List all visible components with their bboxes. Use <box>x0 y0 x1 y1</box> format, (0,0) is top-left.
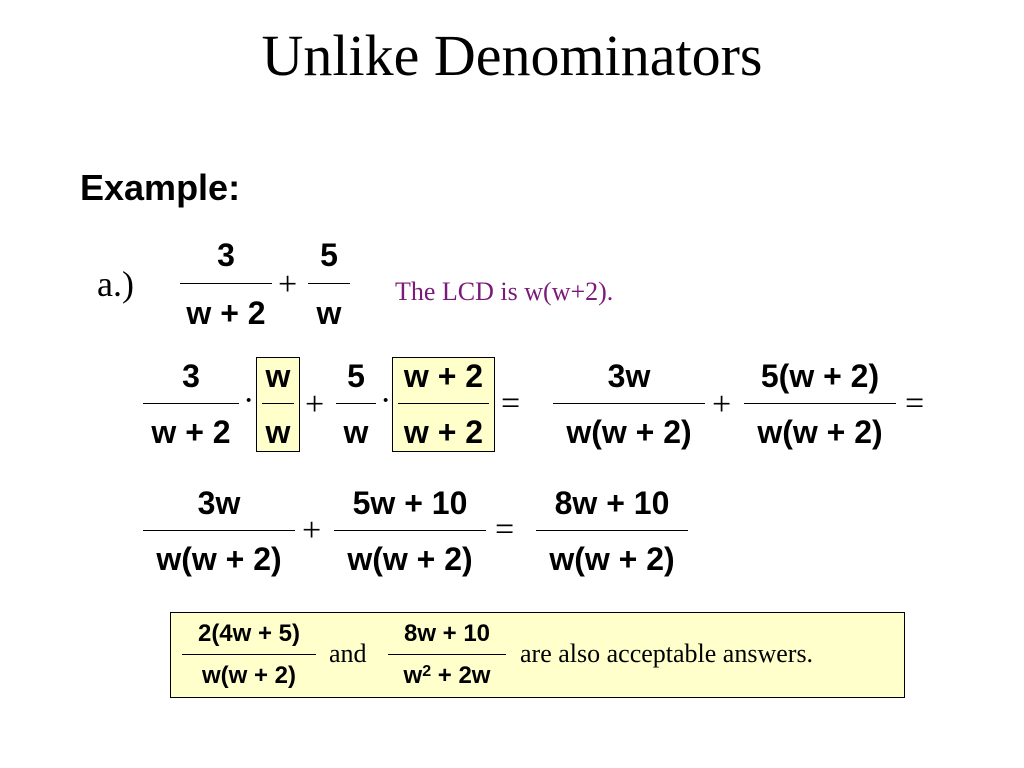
problem-fraction-2-numerator: 5 <box>320 237 338 273</box>
highlight-box-w-over-w <box>256 357 300 452</box>
fraction-bar <box>334 530 486 531</box>
plus-operator: + <box>302 512 322 549</box>
note-denominator-exponent: 2 <box>422 663 432 680</box>
fraction-bar <box>744 403 896 404</box>
fraction-bar <box>388 654 506 655</box>
acceptable-answers-box <box>170 612 905 698</box>
plus-operator: + <box>278 266 298 303</box>
example-heading: Example: <box>80 167 241 208</box>
fraction-bar <box>336 403 376 404</box>
problem-fraction-1-numerator: 3 <box>217 237 235 273</box>
r1-fraction-c-denominator: w <box>343 414 369 450</box>
and-text: and <box>329 639 367 668</box>
note-denominator-base: w <box>403 662 423 689</box>
fraction-bar <box>180 283 272 284</box>
highlight-box-w-plus-2 <box>392 357 495 452</box>
lcd-note: The LCD is w(w+2). <box>395 277 614 306</box>
note-denominator-rest: + 2w <box>431 662 491 689</box>
r1-fraction-c-numerator: 5 <box>347 358 365 394</box>
note-fraction-1-denominator: w(w + 2) <box>201 662 297 689</box>
r2-fraction-c-denominator: w(w + 2) <box>549 541 675 577</box>
fraction-bar <box>182 654 316 655</box>
acceptable-answers-text: are also acceptable answers. <box>520 639 814 668</box>
equals-sign: = <box>501 385 521 422</box>
plus-operator: + <box>305 386 325 423</box>
fraction-bar <box>536 530 688 531</box>
problem-fraction-2-denominator: w <box>316 295 342 331</box>
fraction-bar <box>143 530 295 531</box>
r1-fraction-a-numerator: 3 <box>182 358 200 394</box>
r1-fraction-b-numerator: w <box>265 358 291 394</box>
multiply-dot: · <box>380 382 392 419</box>
note-fraction-2-numerator: 8w + 10 <box>403 620 491 647</box>
r1-fraction-a-denominator: w + 2 <box>151 414 231 450</box>
part-a-label: a.) <box>97 264 134 304</box>
fraction-bar <box>262 403 294 404</box>
equals-sign: = <box>495 511 515 548</box>
r2-fraction-a-numerator: 3w <box>197 485 241 521</box>
slide-title: Unlike Denominators <box>261 23 763 88</box>
note-fraction-2-denominator: w2 + 2w <box>388 662 506 690</box>
r1-fraction-e-numerator: 3w <box>607 358 651 394</box>
r1-fraction-f-numerator: 5(w + 2) <box>760 358 880 394</box>
fraction-bar <box>398 403 489 404</box>
r1-fraction-d-numerator: w + 2 <box>403 358 484 394</box>
fraction-bar <box>308 283 350 284</box>
r1-fraction-b-denominator: w <box>265 414 291 450</box>
fraction-bar <box>143 403 239 404</box>
r2-fraction-b-numerator: 5w + 10 <box>352 485 468 521</box>
r2-fraction-a-denominator: w(w + 2) <box>156 541 282 577</box>
fraction-bar <box>553 403 705 404</box>
note-fraction-1-numerator: 2(4w + 5) <box>197 620 301 647</box>
r1-fraction-e-denominator: w(w + 2) <box>566 414 692 450</box>
r2-fraction-b-denominator: w(w + 2) <box>347 541 473 577</box>
r2-fraction-c-numerator: 8w + 10 <box>554 485 670 521</box>
equals-sign: = <box>905 385 925 422</box>
r1-fraction-d-denominator: w + 2 <box>403 414 484 450</box>
multiply-dot: · <box>243 382 255 419</box>
r1-fraction-f-denominator: w(w + 2) <box>757 414 883 450</box>
problem-fraction-1-denominator: w + 2 <box>186 295 266 331</box>
plus-operator: + <box>712 386 732 423</box>
